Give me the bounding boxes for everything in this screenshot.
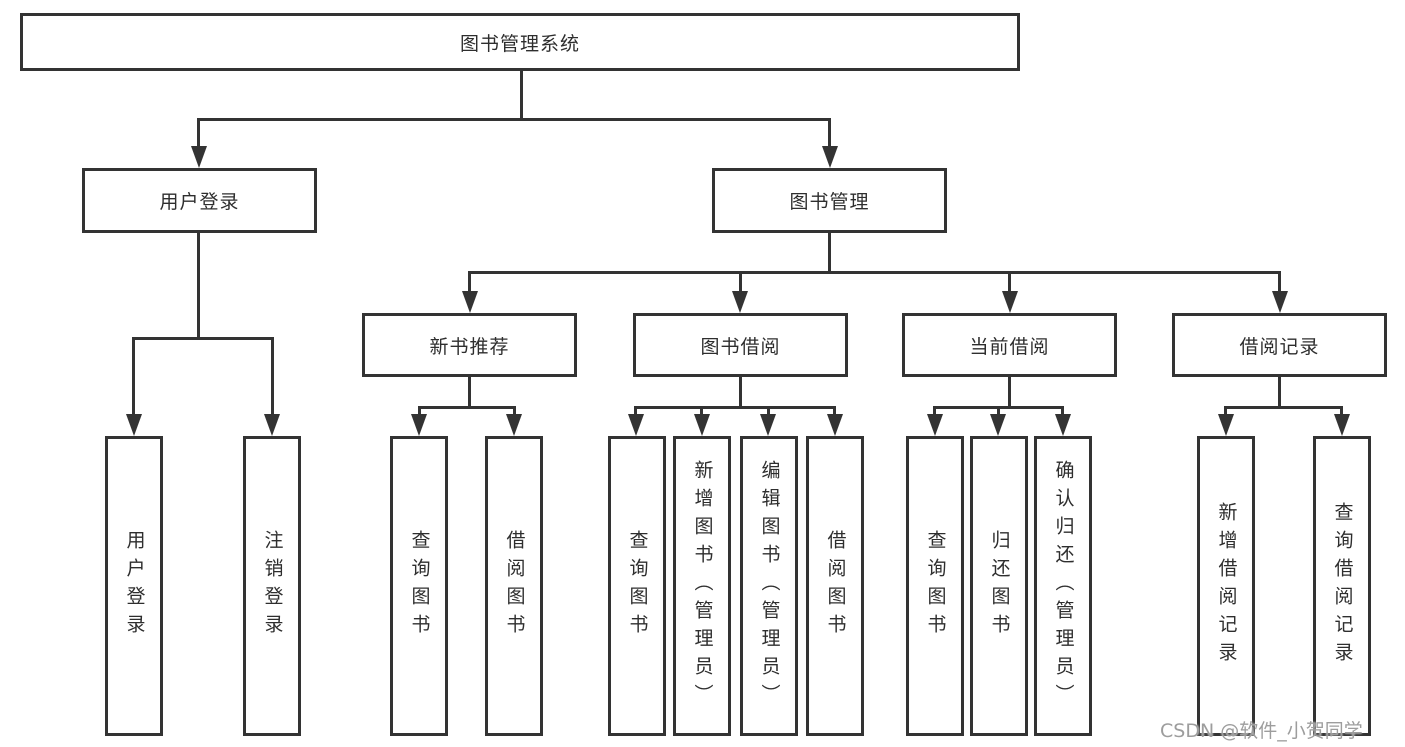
connector-new-book-trunk	[468, 377, 471, 406]
connector-drop-book-borrow	[739, 271, 742, 295]
node-book-borrow: 图书借阅	[633, 313, 848, 377]
node-root: 图书管理系统	[20, 13, 1020, 71]
arrowhead	[1218, 414, 1234, 436]
leaf-add-books-admin: 新增图书（管理员）	[673, 436, 731, 736]
arrowhead	[927, 414, 943, 436]
connector-user-login-trunk	[197, 233, 200, 337]
leaf-query-books-borrow: 查询图书	[608, 436, 666, 736]
node-borrow-records: 借阅记录	[1172, 313, 1387, 377]
connector-root-trunk	[520, 71, 523, 121]
leaf-query-books-current: 查询图书	[906, 436, 964, 736]
arrowhead	[1055, 414, 1071, 436]
leaf-edit-books-admin: 编辑图书（管理员）	[740, 436, 798, 736]
connector-drop	[1061, 406, 1064, 418]
connector-drop	[833, 406, 836, 418]
leaf-logout: 注销登录	[243, 436, 301, 736]
connector-drop-leaf-logout	[271, 337, 274, 417]
connector-drop	[700, 406, 703, 418]
node-book-management: 图书管理	[712, 168, 947, 233]
connector-drop	[997, 406, 1000, 418]
connector-book-management-trunk	[828, 233, 831, 271]
arrowhead	[827, 414, 843, 436]
arrowhead	[191, 146, 207, 168]
connector-drop	[767, 406, 770, 418]
leaf-return-books: 归还图书	[970, 436, 1028, 736]
node-new-book-recommend: 新书推荐	[362, 313, 577, 377]
leaf-borrow-books: 借阅图书	[806, 436, 864, 736]
node-user-login-label: 用户登录	[159, 191, 240, 213]
leaf-query-borrow-record: 查询借阅记录	[1313, 436, 1371, 736]
node-user-login: 用户登录	[82, 168, 317, 233]
arrowhead	[1272, 291, 1288, 313]
connector-book-borrow-trunk	[739, 377, 742, 406]
arrowhead	[1002, 291, 1018, 313]
connector-borrow-records-horizontal	[1224, 406, 1343, 409]
arrowhead	[732, 291, 748, 313]
arrowhead	[628, 414, 644, 436]
connector-borrow-records-trunk	[1278, 377, 1281, 406]
connector-drop	[1340, 406, 1343, 418]
connector-level3-horizontal	[468, 271, 1281, 274]
connector-drop-user-login	[197, 118, 200, 148]
node-book-borrow-label: 图书借阅	[700, 335, 781, 358]
connector-drop-current-borrow	[1008, 271, 1011, 295]
node-borrow-records-label: 借阅记录	[1239, 335, 1320, 358]
arrowhead	[126, 414, 142, 436]
leaf-borrow-books-recommend: 借阅图书	[485, 436, 543, 736]
connector-drop	[418, 406, 421, 418]
leaf-user-login: 用户登录	[105, 436, 163, 736]
arrowhead	[694, 414, 710, 436]
leaf-query-books-recommend: 查询图书	[390, 436, 448, 736]
arrowhead	[1334, 414, 1350, 436]
arrowhead	[264, 414, 280, 436]
arrowhead	[760, 414, 776, 436]
connector-drop-new-book	[468, 271, 471, 295]
connector-drop-leaf-user-login	[132, 337, 135, 417]
connector-current-borrow-trunk	[1008, 377, 1011, 406]
node-current-borrow: 当前借阅	[902, 313, 1117, 377]
arrowhead	[506, 414, 522, 436]
connector-new-book-horizontal	[418, 406, 516, 409]
arrowhead	[411, 414, 427, 436]
connector-user-login-horizontal	[132, 337, 274, 340]
arrowhead	[990, 414, 1006, 436]
connector-drop	[933, 406, 936, 418]
connector-drop	[634, 406, 637, 418]
csdn-watermark: CSDN @软件_小贺同学	[1160, 720, 1363, 742]
connector-book-borrow-horizontal	[634, 406, 836, 409]
connector-drop-borrow-records	[1278, 271, 1281, 295]
arrowhead	[822, 146, 838, 168]
leaf-confirm-return-admin: 确认归还（管理员）	[1034, 436, 1092, 736]
leaf-add-borrow-record: 新增借阅记录	[1197, 436, 1255, 736]
node-current-borrow-label: 当前借阅	[969, 335, 1050, 358]
connector-drop	[1224, 406, 1227, 418]
node-new-book-recommend-label: 新书推荐	[429, 335, 510, 358]
node-root-label: 图书管理系统	[459, 32, 580, 55]
connector-level2-horizontal	[197, 118, 831, 121]
connector-drop-book-management	[828, 118, 831, 148]
arrowhead	[462, 291, 478, 313]
node-book-management-label: 图书管理	[789, 191, 870, 213]
connector-drop	[513, 406, 516, 418]
